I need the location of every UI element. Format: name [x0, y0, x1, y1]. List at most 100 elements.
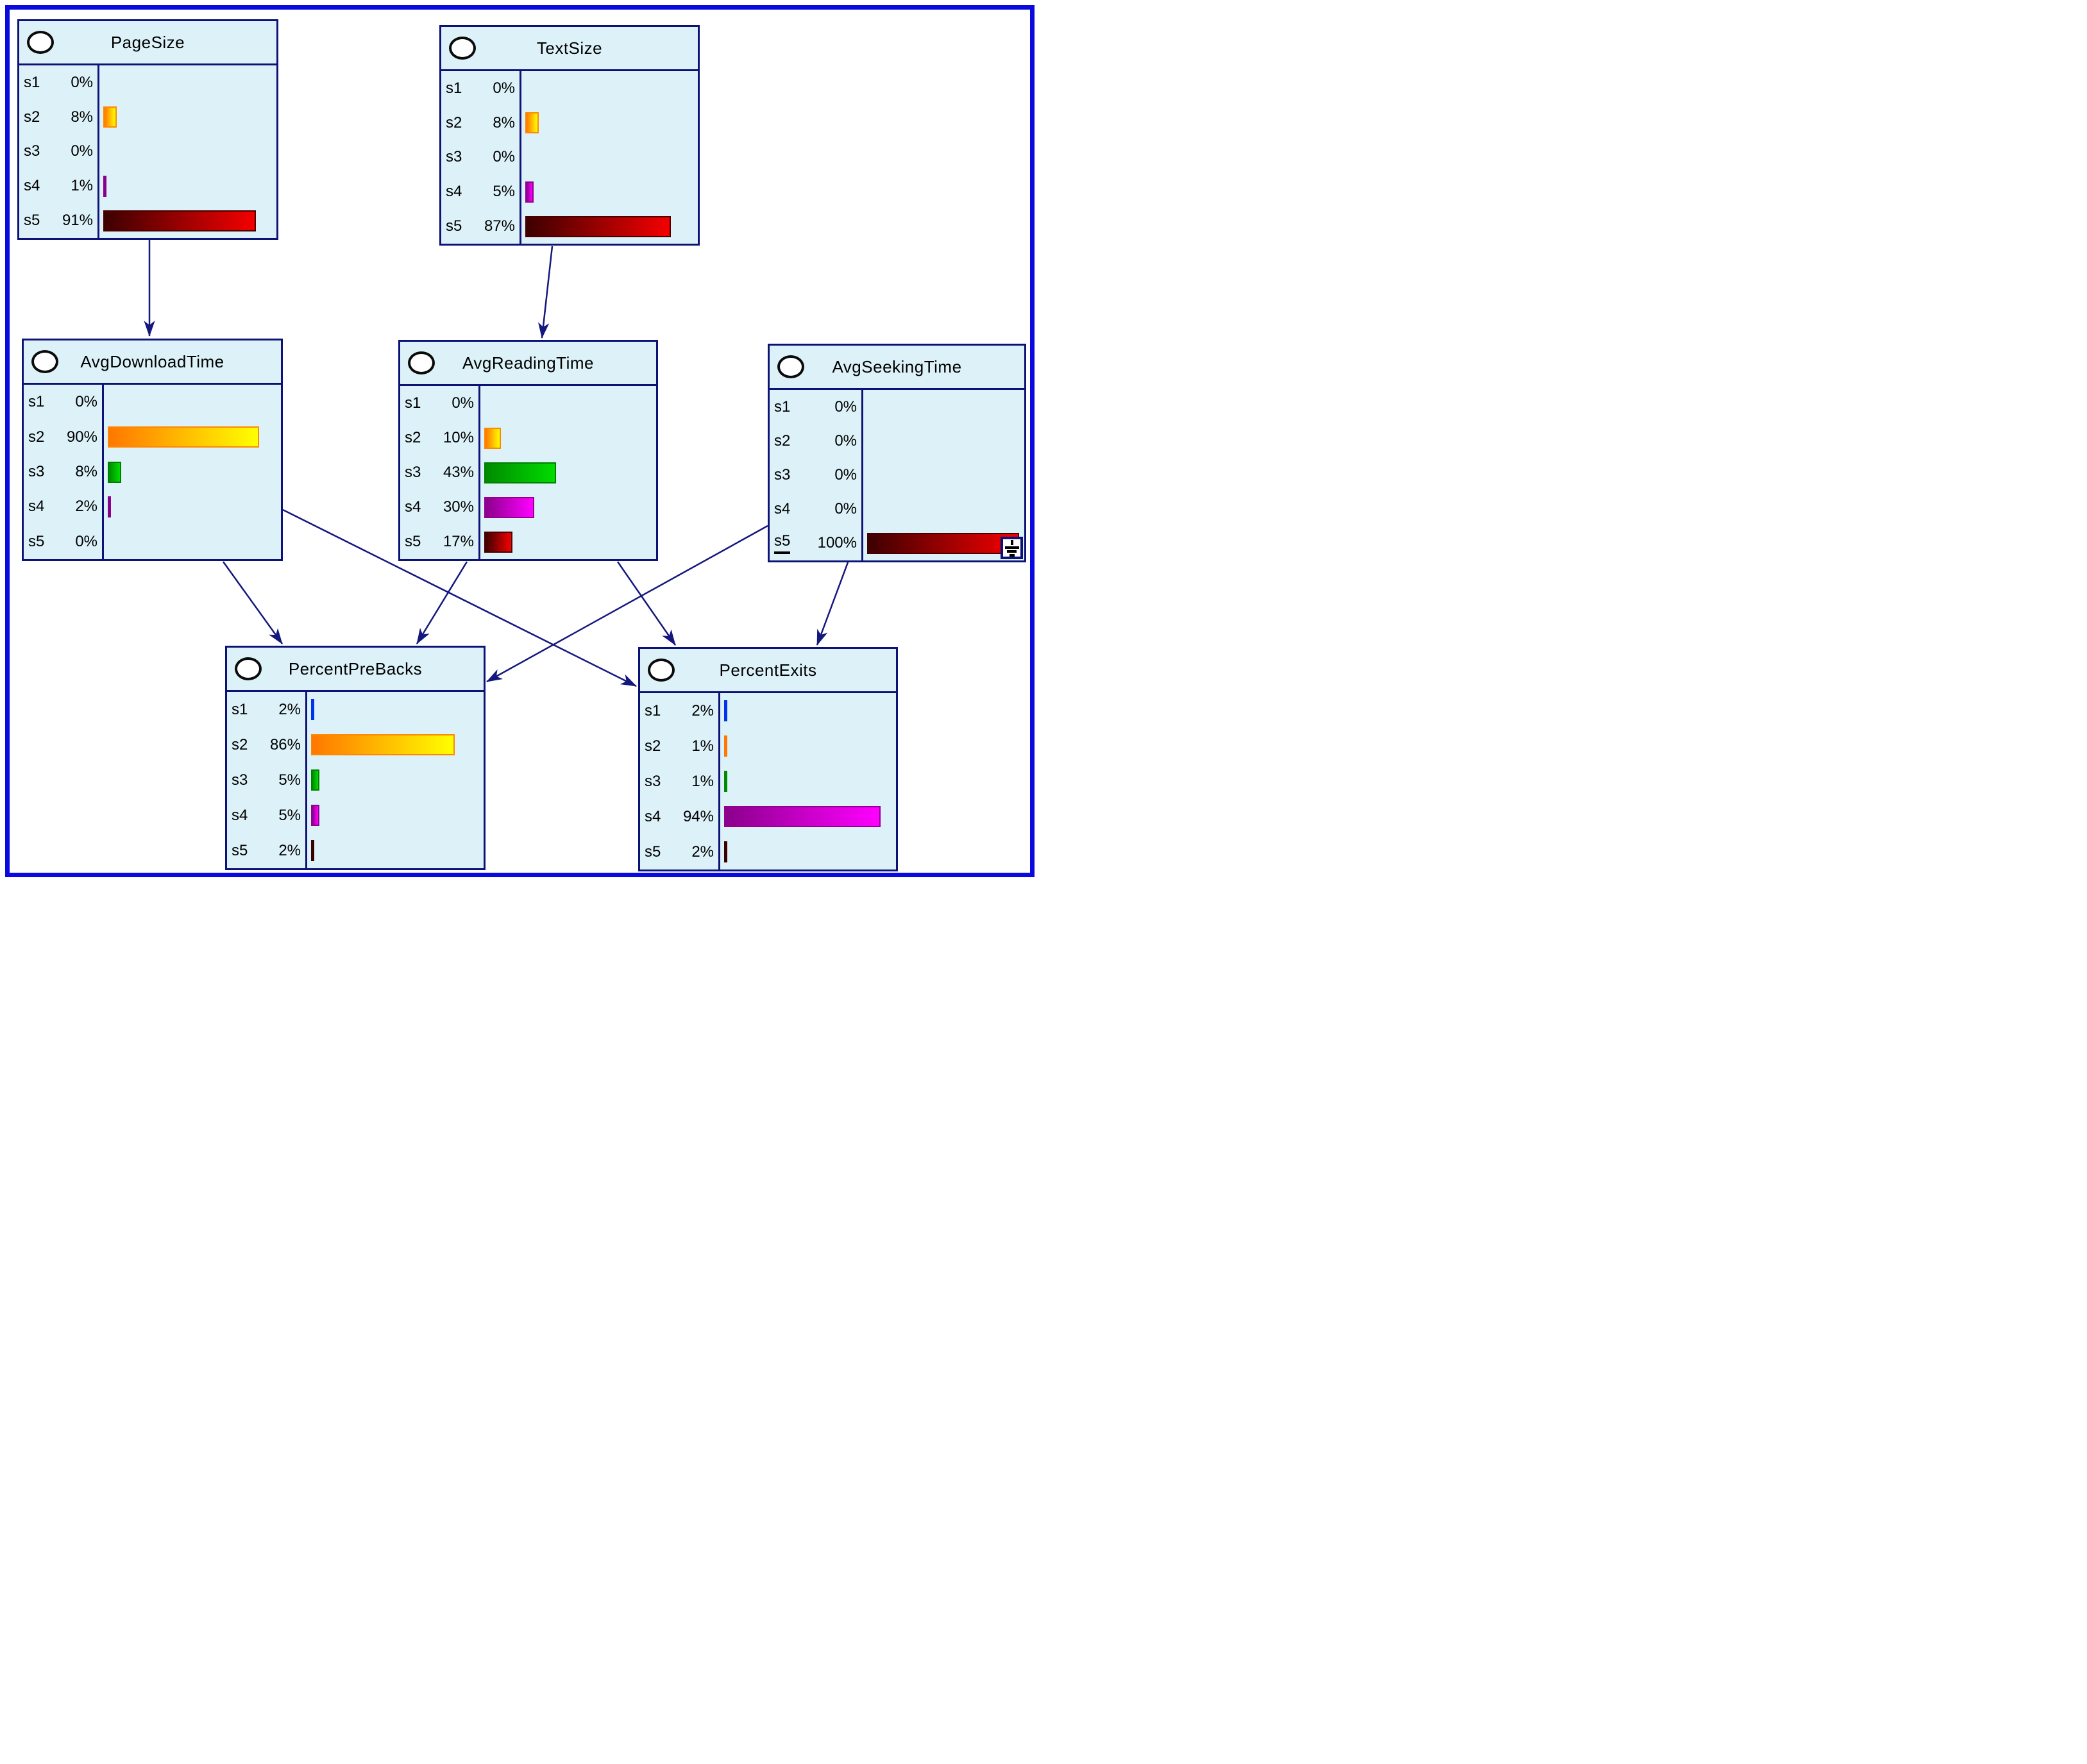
state-probability: 0%: [452, 394, 474, 412]
state-name: s4: [405, 498, 421, 516]
state-probability: 5%: [278, 806, 301, 824]
state-name: s3: [28, 463, 45, 481]
probability-bar-cell: [480, 455, 656, 490]
probability-bar-cell: [521, 140, 698, 175]
probability-bar-s1: [311, 699, 315, 720]
node-title-bar[interactable]: AvgDownloadTime: [24, 340, 281, 385]
state-name: s2: [405, 429, 421, 446]
probability-bar-s2: [103, 106, 117, 128]
state-name: s1: [774, 398, 791, 416]
node-title-bar[interactable]: PageSize: [19, 21, 276, 65]
probability-bar-s2: [311, 734, 455, 755]
probability-bar-cell: [307, 762, 484, 798]
edge-textsize-to-avgreadingtime: [538, 246, 553, 339]
probability-bar-cell: [480, 525, 656, 559]
node-title: PercentPreBacks: [288, 659, 423, 678]
state-probability: 17%: [443, 533, 474, 550]
oval-node-icon: [31, 350, 58, 373]
node-title: PercentExits: [719, 660, 817, 680]
state-name: s5: [774, 532, 791, 555]
probability-bar-cell: [720, 764, 896, 799]
node-title: PageSize: [110, 32, 185, 52]
probability-bar-cell: [99, 169, 276, 203]
probability-bar-s2: [525, 112, 539, 134]
oval-node-icon: [27, 31, 54, 54]
node-title-bar[interactable]: AvgReadingTime: [400, 342, 656, 386]
state-probability: 0%: [75, 393, 97, 411]
state-probability: 0%: [834, 500, 857, 518]
node-title-bar[interactable]: TextSize: [441, 27, 698, 71]
probability-bar-cell: [104, 385, 281, 419]
state-name: s3: [446, 148, 462, 166]
probability-bar-cell: [521, 209, 698, 244]
state-name: s4: [645, 807, 661, 825]
state-name: s2: [446, 113, 462, 131]
node-title-bar[interactable]: AvgSeekingTime: [770, 346, 1024, 390]
state-name: s5: [24, 212, 40, 230]
probability-bar-s4: [103, 175, 106, 197]
node-title-bar[interactable]: PercentExits: [640, 649, 896, 693]
state-probability: 0%: [71, 73, 93, 91]
state-probability: 0%: [75, 532, 97, 550]
state-name: s3: [645, 772, 661, 790]
probability-bar-cell: [480, 386, 656, 421]
probability-bar-cell: [863, 424, 1024, 458]
node-title-bar[interactable]: PercentPreBacks: [227, 648, 484, 692]
edge-avgreadingtime-to-percentexits: [616, 561, 677, 646]
oval-node-icon: [235, 657, 262, 680]
